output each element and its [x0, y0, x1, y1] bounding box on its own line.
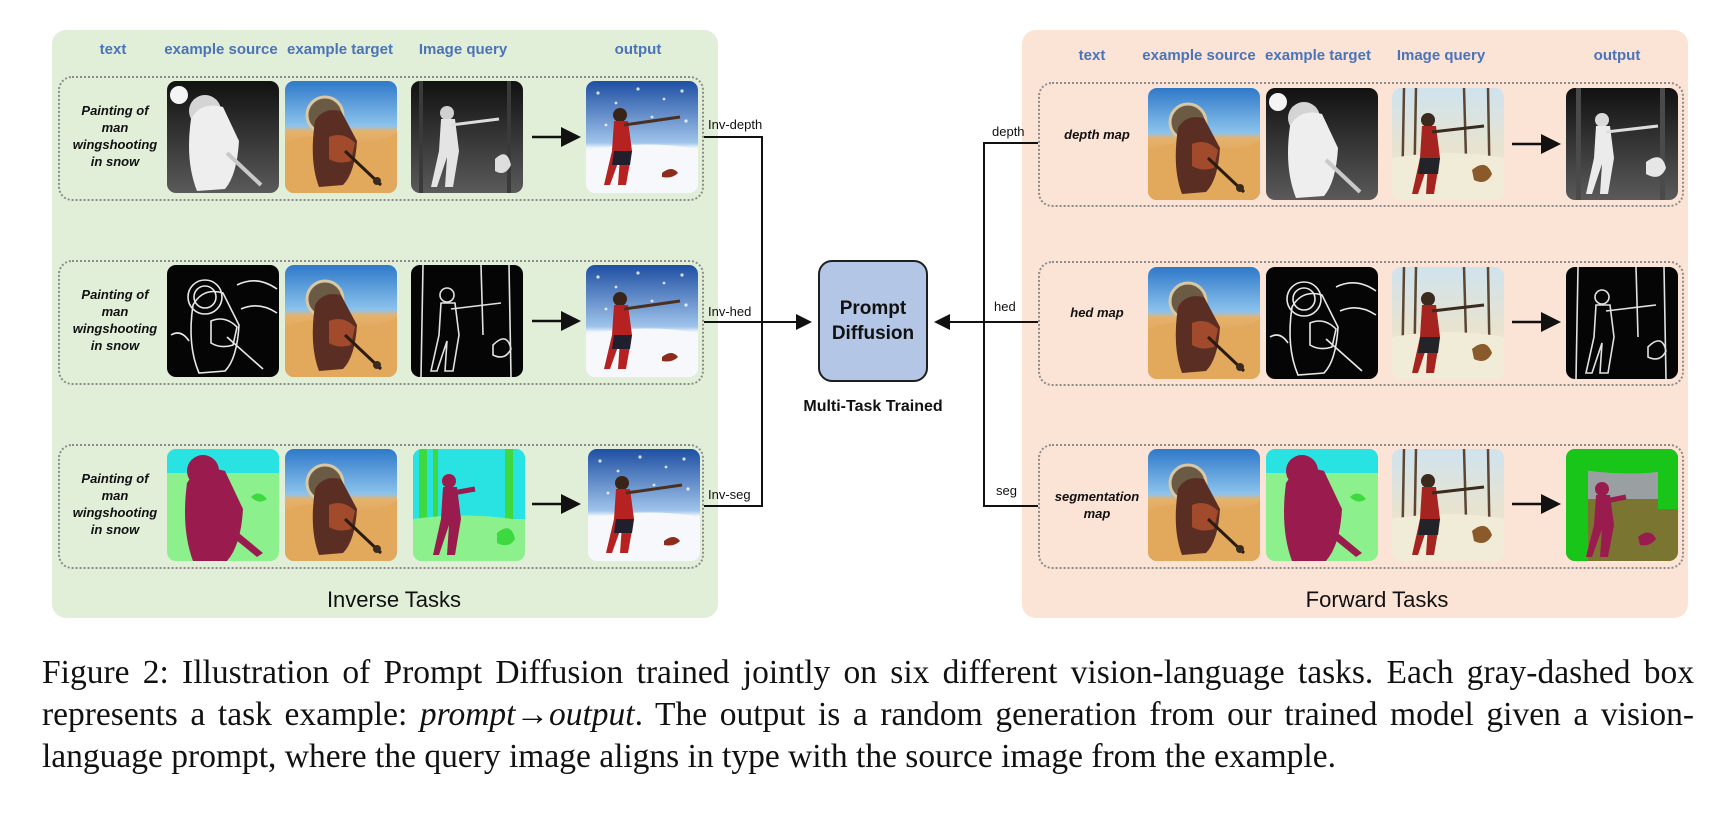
inverse-header-example-target: example target	[287, 41, 393, 58]
forward-header-example-source: example source	[1142, 47, 1256, 64]
forward-header-output: output	[1593, 47, 1641, 64]
forward-prompt-text-depth: depth map	[1064, 127, 1130, 142]
inverse-task-box-hed	[58, 260, 704, 385]
inverse-header-image-query: Image query	[418, 41, 508, 58]
inverse-prompt-text-hed: Painting of man wingshooting in snow	[72, 287, 158, 353]
inverse-prompt-text-seg: Painting of man wingshooting in snow	[72, 471, 158, 537]
label-inv-hed: Inv-hed	[708, 304, 752, 319]
center-title-line2: Diffusion	[831, 323, 915, 344]
inverse-prompt-text-depth: Painting of man wingshooting in snow	[72, 103, 158, 169]
forward-prompt-text-seg: segmentation map	[1054, 489, 1140, 521]
forward-task-box-hed	[1038, 261, 1684, 386]
caption-italic: prompt→output	[419, 696, 635, 733]
prompt-diffusion-box: Prompt Diffusion	[818, 260, 928, 382]
figure-caption: Figure 2: Illustration of Prompt Diffusi…	[42, 652, 1694, 778]
multi-task-trained-label: Multi-Task Trained	[803, 398, 943, 415]
forward-header-image-query: Image query	[1396, 47, 1486, 64]
inverse-task-box-seg	[58, 444, 704, 569]
label-depth: depth	[992, 124, 1025, 139]
inverse-header-output: output	[614, 41, 662, 58]
forward-prompt-text-hed: hed map	[1070, 305, 1124, 320]
caption-part2: . The output is a random generation from…	[42, 696, 1694, 775]
inverse-task-box-depth	[58, 76, 704, 201]
caption-part1: Figure 2: Illustration of Prompt Diffusi…	[42, 654, 1694, 733]
forward-task-box-seg	[1038, 444, 1684, 569]
forward-tasks-title: Forward Tasks	[1305, 587, 1449, 612]
inverse-tasks-title: Inverse Tasks	[326, 587, 462, 612]
forward-bracket	[983, 142, 1038, 507]
forward-task-box-depth	[1038, 82, 1684, 207]
inverse-header-text: text	[99, 41, 127, 58]
center-title-line1: Prompt	[839, 298, 907, 319]
label-inv-seg: Inv-seg	[708, 487, 751, 502]
inverse-header-example-source: example source	[164, 41, 278, 58]
forward-header-text: text	[1078, 47, 1106, 64]
label-inv-depth: Inv-depth	[708, 117, 763, 132]
label-seg: seg	[996, 483, 1017, 498]
label-hed: hed	[994, 299, 1016, 314]
forward-header-example-target: example target	[1265, 47, 1371, 64]
